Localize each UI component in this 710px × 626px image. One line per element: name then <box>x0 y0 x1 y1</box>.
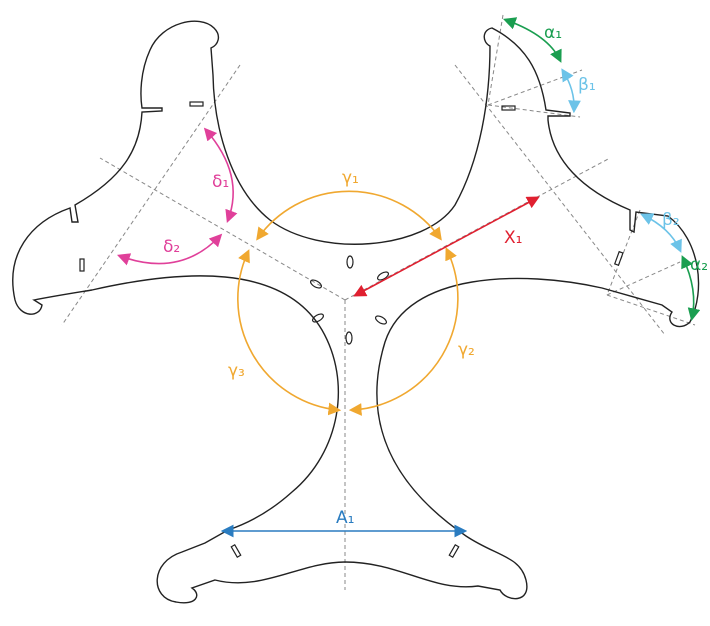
alpha2-label: α₂ <box>690 255 708 275</box>
delta2-arc <box>116 233 223 266</box>
x1-label: X₁ <box>504 228 522 248</box>
beta2-label: β₂ <box>662 210 680 230</box>
alpha2-arc <box>681 255 701 322</box>
alpha1-label: α₁ <box>544 23 562 43</box>
delta2-label: δ₂ <box>163 237 180 257</box>
x1-arrow <box>353 196 540 297</box>
gamma-arcs <box>237 190 459 416</box>
shape-outline <box>12 20 700 604</box>
beta1-arc <box>561 68 581 114</box>
alpha1-arc <box>502 17 562 63</box>
gamma1-label: γ₁ <box>342 168 359 188</box>
a1-label: A₁ <box>336 508 354 528</box>
gamma3-label: γ₃ <box>228 361 245 381</box>
delta1-label: δ₁ <box>212 172 229 192</box>
beta2-arc <box>640 213 682 253</box>
delta1-arc <box>203 127 238 223</box>
gamma1-arc <box>256 190 442 241</box>
gamma2-arc <box>348 247 459 416</box>
gamma3-arc <box>237 249 342 416</box>
beta1-label: β₁ <box>578 75 596 95</box>
construction-lines <box>61 14 696 590</box>
gamma2-label: γ₂ <box>458 340 475 360</box>
